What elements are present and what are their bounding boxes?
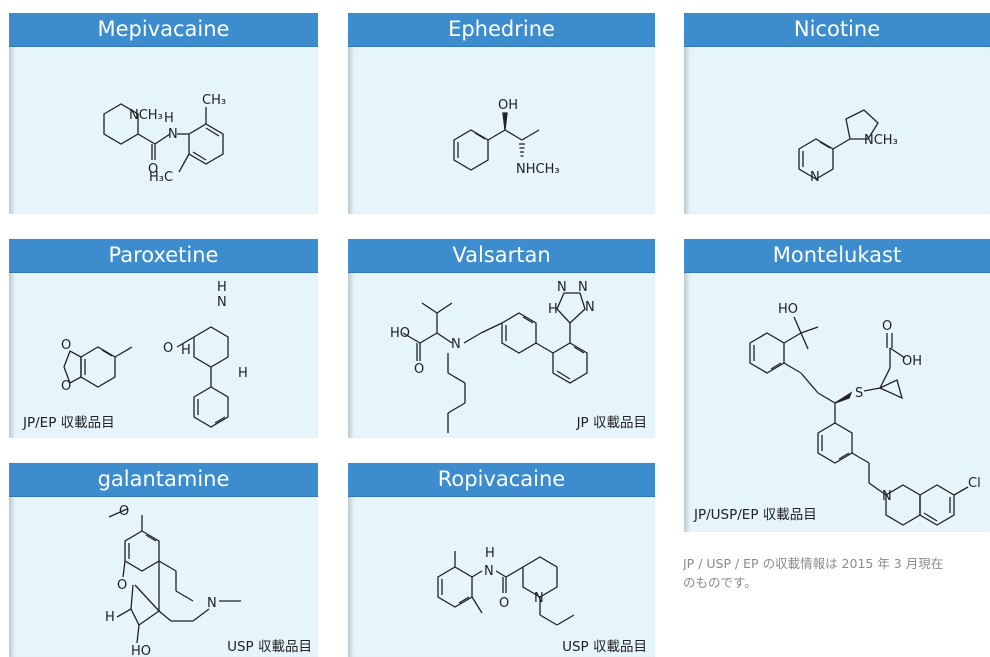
amide-n-label: N xyxy=(484,564,494,579)
compendia-badge: USP 収載品目 xyxy=(562,639,647,655)
structure-mepivacaine: NCH₃ H N O CH₃ H₃C xyxy=(9,47,318,214)
carbonyl-o: O xyxy=(414,362,424,377)
acid-oh: OH xyxy=(902,354,922,369)
nch3-label: NCH₃ xyxy=(864,133,898,148)
card-title: Ropivacaine xyxy=(348,463,655,497)
compendia-badge: JP/EP 収載品目 xyxy=(23,415,115,431)
card-title: Paroxetine xyxy=(9,239,318,273)
piperidine-n-label: N xyxy=(534,591,544,606)
card-valsartan: Valsartan HO xyxy=(348,239,655,438)
thioether-s: S xyxy=(855,386,863,401)
card-mepivacaine: Mepivacaine NCH₃ H N O CH₃ H₃C xyxy=(9,13,318,214)
stereo-h: H xyxy=(105,610,115,625)
compendia-footnote: JP / USP / EP の収載情報は 2015 年 3 月現在 のものです。 xyxy=(683,554,990,592)
tetrazole-nh: H xyxy=(548,302,558,317)
tetrazole-n2: N xyxy=(578,280,588,295)
quinoline-n: N xyxy=(882,489,892,504)
structure-ephedrine: OH NHCH₃ xyxy=(348,47,655,214)
hydroxyl-ho: HO xyxy=(131,644,151,657)
card-ephedrine: Ephedrine OH NHCH₃ xyxy=(348,13,655,214)
carbonyl-o: O xyxy=(882,319,892,334)
card-title: Montelukast xyxy=(684,239,990,273)
nh-h-label: H xyxy=(217,280,227,295)
compendia-badge: JP/USP/EP 収載品目 xyxy=(694,507,817,523)
dioxole-o-bottom: O xyxy=(61,379,71,394)
pyridine-n-label: N xyxy=(810,170,820,185)
ch3-label: CH₃ xyxy=(202,93,226,108)
card-nicotine: Nicotine N NCH₃ xyxy=(684,13,990,214)
card-title: Valsartan xyxy=(348,239,655,273)
carbonyl-o-label: O xyxy=(499,596,509,611)
card-montelukast: Montelukast xyxy=(684,239,990,532)
compendia-badge: JP 収載品目 xyxy=(576,415,647,431)
structure-nicotine: N NCH₃ xyxy=(684,47,990,214)
nh-h-label: H xyxy=(485,546,495,561)
piperidine-n-label: N xyxy=(217,295,227,310)
nhch3-label: NHCH₃ xyxy=(516,162,560,177)
card-ropivacaine: Ropivacaine H N O N USP 収載品目 xyxy=(348,463,655,657)
structure-ropivacaine: H N O N xyxy=(348,497,655,657)
carbonyl-o-label: O xyxy=(148,162,158,177)
structure-valsartan: HO O N H N N N xyxy=(348,273,655,438)
amide-n-label: N xyxy=(168,127,178,142)
compendia-badge: USP 収載品目 xyxy=(227,639,312,655)
amine-n: N xyxy=(451,337,461,352)
card-title: galantamine xyxy=(9,463,318,497)
ether-o: O xyxy=(117,578,127,593)
footnote-line-1: JP / USP / EP の収載情報は 2015 年 3 月現在 xyxy=(683,556,944,571)
stereo-h-left: H xyxy=(181,343,191,358)
card-title: Mepivacaine xyxy=(9,13,318,47)
nh-h-label: H xyxy=(164,111,174,126)
ether-o-label: O xyxy=(163,341,173,356)
nch3-label: NCH₃ xyxy=(129,108,163,123)
structure-montelukast: HO S O OH N Cl xyxy=(684,273,990,532)
h3c-label: H₃C xyxy=(149,170,173,185)
tetrazole-n3: N xyxy=(585,300,595,315)
stereo-h-right: H xyxy=(238,366,248,381)
card-title: Nicotine xyxy=(684,13,990,47)
dioxole-o-top: O xyxy=(61,338,71,353)
card-galantamine: galantamine O O N H HO xyxy=(9,463,318,657)
card-paroxetine: Paroxetine O O O H H H N F JP/EP 収載品目 xyxy=(9,239,318,438)
methoxy-o: O xyxy=(119,504,129,519)
amine-n: N xyxy=(207,596,217,611)
oh-label: OH xyxy=(498,98,518,113)
structure-paroxetine: O O O H H H N F xyxy=(9,273,318,438)
chlorine-label: Cl xyxy=(968,476,981,491)
structure-galantamine: O O N H HO xyxy=(9,497,318,657)
hydroxyl-ho: HO xyxy=(390,326,410,341)
card-title: Ephedrine xyxy=(348,13,655,47)
tertiary-oh: HO xyxy=(778,302,798,317)
footnote-line-2: のものです。 xyxy=(683,575,757,590)
tetrazole-n1: N xyxy=(557,280,567,295)
